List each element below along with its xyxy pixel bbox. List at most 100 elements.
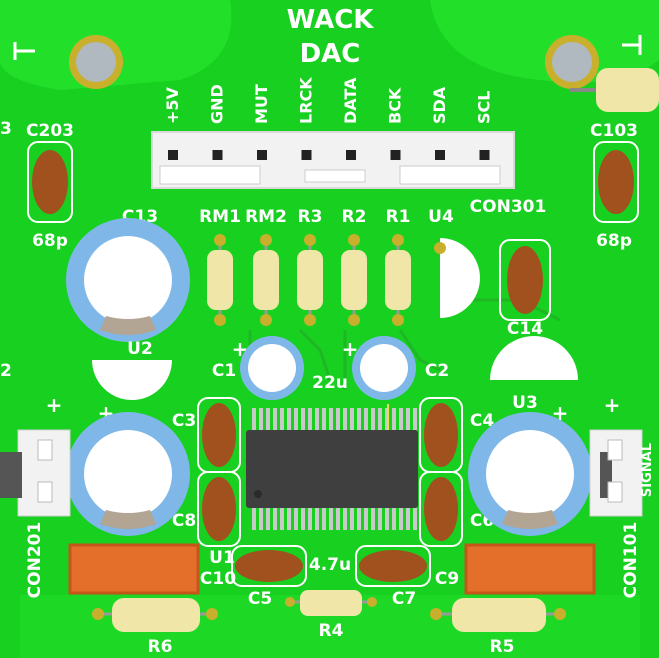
label-c2: C2 xyxy=(425,361,449,381)
ic-pin xyxy=(273,408,277,430)
connector-pin xyxy=(479,150,490,160)
connector-con101 xyxy=(589,429,643,517)
ic-pin xyxy=(378,508,382,530)
label-c1: C1 xyxy=(212,361,236,381)
ic-pin xyxy=(266,408,270,430)
label-r1: R1 xyxy=(386,207,411,227)
resistor-r4 xyxy=(285,590,377,616)
label-u4: U4 xyxy=(428,207,454,227)
value-4-7u: 4.7u xyxy=(309,555,351,575)
axial-part-top-right xyxy=(570,68,659,112)
ic-pin xyxy=(343,508,347,530)
edge-mark-right xyxy=(622,35,642,55)
resistor-r6 xyxy=(92,598,218,632)
connector-pin xyxy=(168,150,178,160)
connector-con201 xyxy=(0,429,71,517)
regulator-u3 xyxy=(490,336,578,380)
ic-pin xyxy=(301,508,305,530)
value-22u: 22u xyxy=(312,373,348,393)
resistor-vertical xyxy=(297,234,323,326)
ic-pin xyxy=(371,408,375,430)
ic-pin xyxy=(315,408,319,430)
mounting-hole-right xyxy=(545,35,599,89)
board-title-line2: DAC xyxy=(300,39,361,69)
label-con101: CON101 xyxy=(621,522,641,599)
edge-label-2: 2 xyxy=(0,361,12,381)
ic-pin xyxy=(399,408,403,430)
ic-pin xyxy=(350,408,354,430)
ic-pin xyxy=(259,508,263,530)
ic-pin xyxy=(287,408,291,430)
ic-pin xyxy=(336,508,340,530)
ic-pin xyxy=(343,408,347,430)
ic-pin xyxy=(329,408,333,430)
led-left xyxy=(68,543,200,595)
ic-pin xyxy=(266,508,270,530)
label-c14: C14 xyxy=(507,319,543,339)
ic-pin xyxy=(357,408,361,430)
capacitor-c5 xyxy=(231,545,307,587)
ic-pin xyxy=(280,508,284,530)
ic-pin xyxy=(322,408,326,430)
ic-pin xyxy=(315,508,319,530)
ic-u1 xyxy=(246,404,418,530)
connector-pin-label: GND xyxy=(208,84,227,124)
resistor-r5 xyxy=(430,598,566,632)
resistor-row xyxy=(207,234,411,326)
ic-pin xyxy=(322,508,326,530)
edge-mark-left xyxy=(13,42,35,60)
regulator-u4 xyxy=(440,238,480,318)
ic-pin xyxy=(308,408,312,430)
capacitor-c2 xyxy=(352,336,416,400)
capacitor-c103 xyxy=(598,150,634,214)
ic-pin xyxy=(252,508,256,530)
board-title-line1: WACK xyxy=(287,5,375,35)
label-signal: SIGNAL xyxy=(640,443,655,497)
value-c203: 68p xyxy=(32,231,68,251)
ic-pin xyxy=(364,408,368,430)
capacitor-c13 xyxy=(66,218,190,342)
ic-pin xyxy=(329,508,333,530)
capacitor-large-left xyxy=(66,412,190,536)
edge-label-3: 3 xyxy=(0,119,12,139)
label-c9: C9 xyxy=(435,569,459,589)
label-u3: U3 xyxy=(512,393,538,413)
label-c10: C10 xyxy=(200,569,236,589)
ic-pin xyxy=(371,508,375,530)
ic-pin xyxy=(413,508,417,530)
plus-mark-right: + xyxy=(604,393,621,417)
resistor-vertical xyxy=(385,234,411,326)
label-c4: C4 xyxy=(470,411,494,431)
connector-con301 xyxy=(151,131,515,189)
ic-pin xyxy=(399,508,403,530)
plus-mark-c2: + xyxy=(342,337,359,361)
connector-pin-label: DATA xyxy=(341,77,360,124)
c14-outline xyxy=(499,239,551,321)
ic-pin xyxy=(378,408,382,430)
value-c103: 68p xyxy=(596,231,632,251)
c203-outline xyxy=(27,141,73,223)
ic-pin xyxy=(364,508,368,530)
regulator-u2 xyxy=(92,360,172,400)
led-right xyxy=(464,543,596,595)
capacitor-c14 xyxy=(507,246,543,314)
connector-pin-label: SCL xyxy=(475,91,494,124)
connector-pin xyxy=(346,150,356,160)
ic-pin xyxy=(392,508,396,530)
ic-pin xyxy=(287,508,291,530)
capacitor-c203 xyxy=(32,150,68,214)
ic-pin xyxy=(406,408,410,430)
ic-pin xyxy=(413,408,417,430)
capacitor-c7 xyxy=(355,545,431,587)
resistor-vertical xyxy=(207,234,233,326)
mounting-hole-left xyxy=(69,35,123,89)
capacitor-c6 xyxy=(419,471,463,547)
label-u1: U1 xyxy=(209,548,235,568)
connector-pin xyxy=(257,150,267,160)
label-r4: R4 xyxy=(319,621,344,641)
u4-pad xyxy=(434,242,446,254)
label-c103: C103 xyxy=(590,121,638,141)
